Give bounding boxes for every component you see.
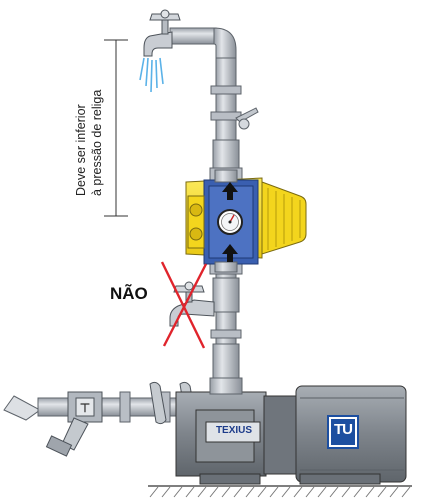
dimension-line (104, 39, 128, 217)
strainer-icon: ⊤ (45, 391, 103, 457)
pressure-controller (185, 169, 307, 273)
water-stream (139, 57, 164, 93)
top-outlet-pipe (169, 27, 237, 61)
arrow-up-icon (222, 182, 238, 200)
pressure-gauge-icon (217, 209, 243, 235)
faucet-icon (143, 9, 181, 57)
svg-text:⊤: ⊤ (80, 401, 90, 415)
pump-housing (175, 377, 267, 485)
ground-base (148, 485, 412, 498)
pump-motor (263, 385, 407, 485)
cross-out-icon (160, 261, 208, 349)
annotation-line-2: à pressão de religa (90, 89, 104, 196)
pump-brand-label: TEXIUS (215, 425, 253, 436)
arrow-up-icon (222, 244, 238, 262)
annotation-line-1: Deve ser inferior (74, 104, 88, 196)
pump-logo: TU (334, 421, 353, 438)
warning-label: NÃO (110, 284, 148, 303)
